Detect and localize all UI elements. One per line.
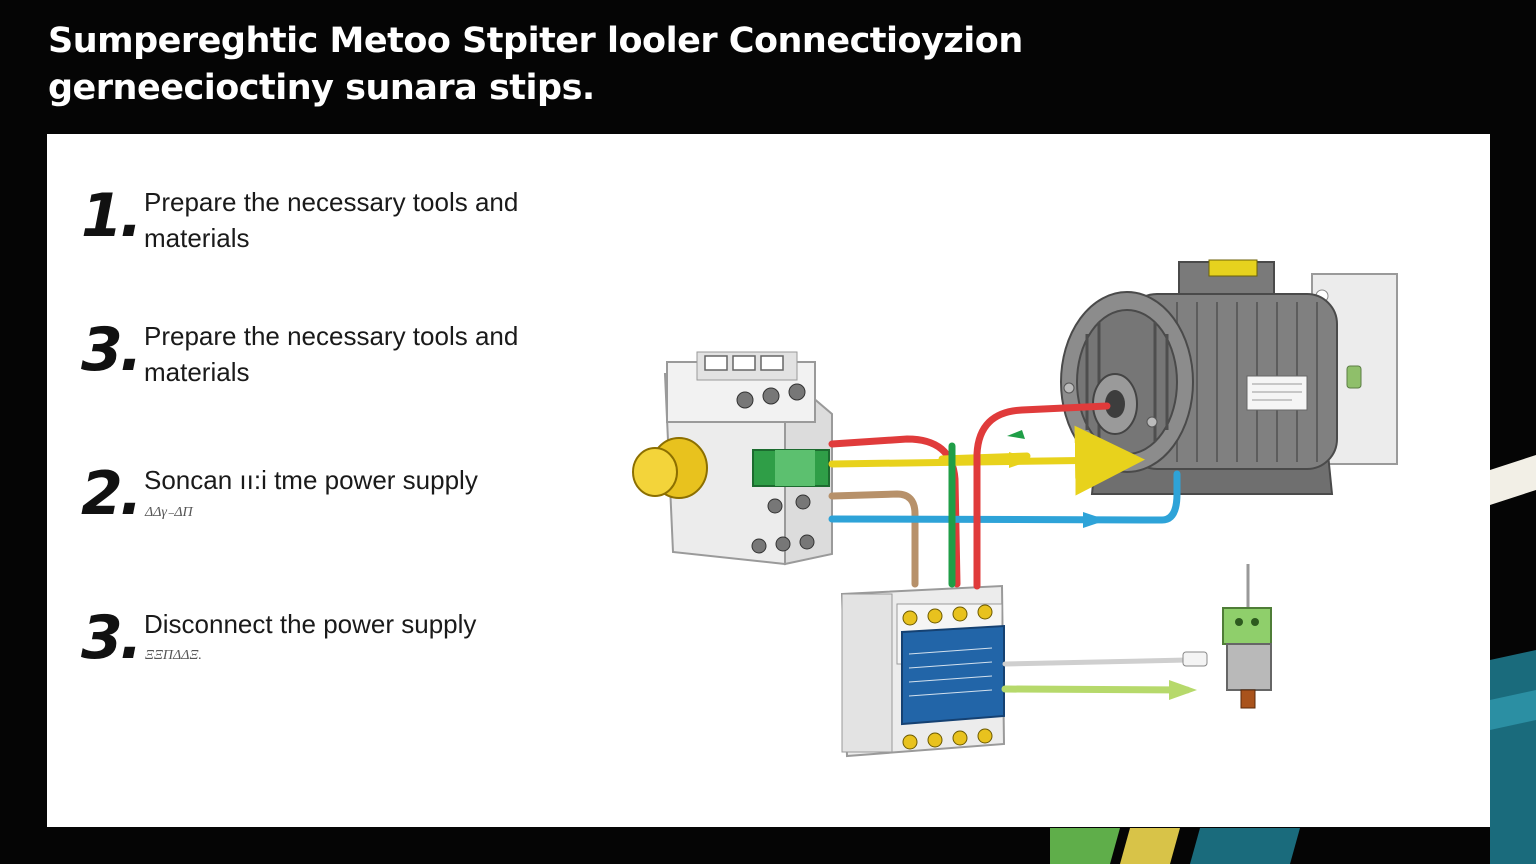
step-item: 3. Disconnect the power supply ΞΞΠΔΔΞ. <box>81 606 601 696</box>
step-subtext: ΞΞΠΔΔΞ. <box>145 648 202 663</box>
wires <box>828 402 1191 694</box>
step-number: 3. <box>81 315 143 385</box>
step-text: Prepare the necessary tools and material… <box>144 187 519 253</box>
starter-switch-icon <box>632 351 833 566</box>
step-number: 3. <box>81 603 143 673</box>
page-title: Sumpereghtic Metoo Stpiter looler Connec… <box>48 18 1148 112</box>
plug-connector-icon <box>1182 651 1208 667</box>
circuit-breaker-icon <box>840 584 1006 758</box>
wiring-diagram <box>632 259 1398 758</box>
wire-arrowheads <box>1007 430 1197 700</box>
step-number: 2. <box>81 459 143 529</box>
step-text: Disconnect the power supply <box>144 609 477 639</box>
title-line-1: Sumpereghtic Metoo Stpiter looler Connec… <box>48 21 1023 61</box>
step-text: Soncan ıı:i tme power supply <box>144 465 478 495</box>
content-panel: 1. Prepare the necessary tools and mater… <box>47 134 1490 827</box>
step-item: 1. Prepare the necessary tools and mater… <box>81 184 601 274</box>
title-line-2: gerneecioctiny sunara stips. <box>48 68 595 108</box>
sensor-plug-icon <box>1222 564 1272 709</box>
step-number: 1. <box>81 181 143 251</box>
step-subtext: ΔΔγ₋ΔΠ <box>145 505 193 520</box>
step-text: Prepare the necessary tools and material… <box>144 321 519 387</box>
step-item: 3. Prepare the necessary tools and mater… <box>81 318 601 408</box>
step-item: 2. Soncan ıı:i tme power supply ΔΔγ₋ΔΠ <box>81 462 601 552</box>
